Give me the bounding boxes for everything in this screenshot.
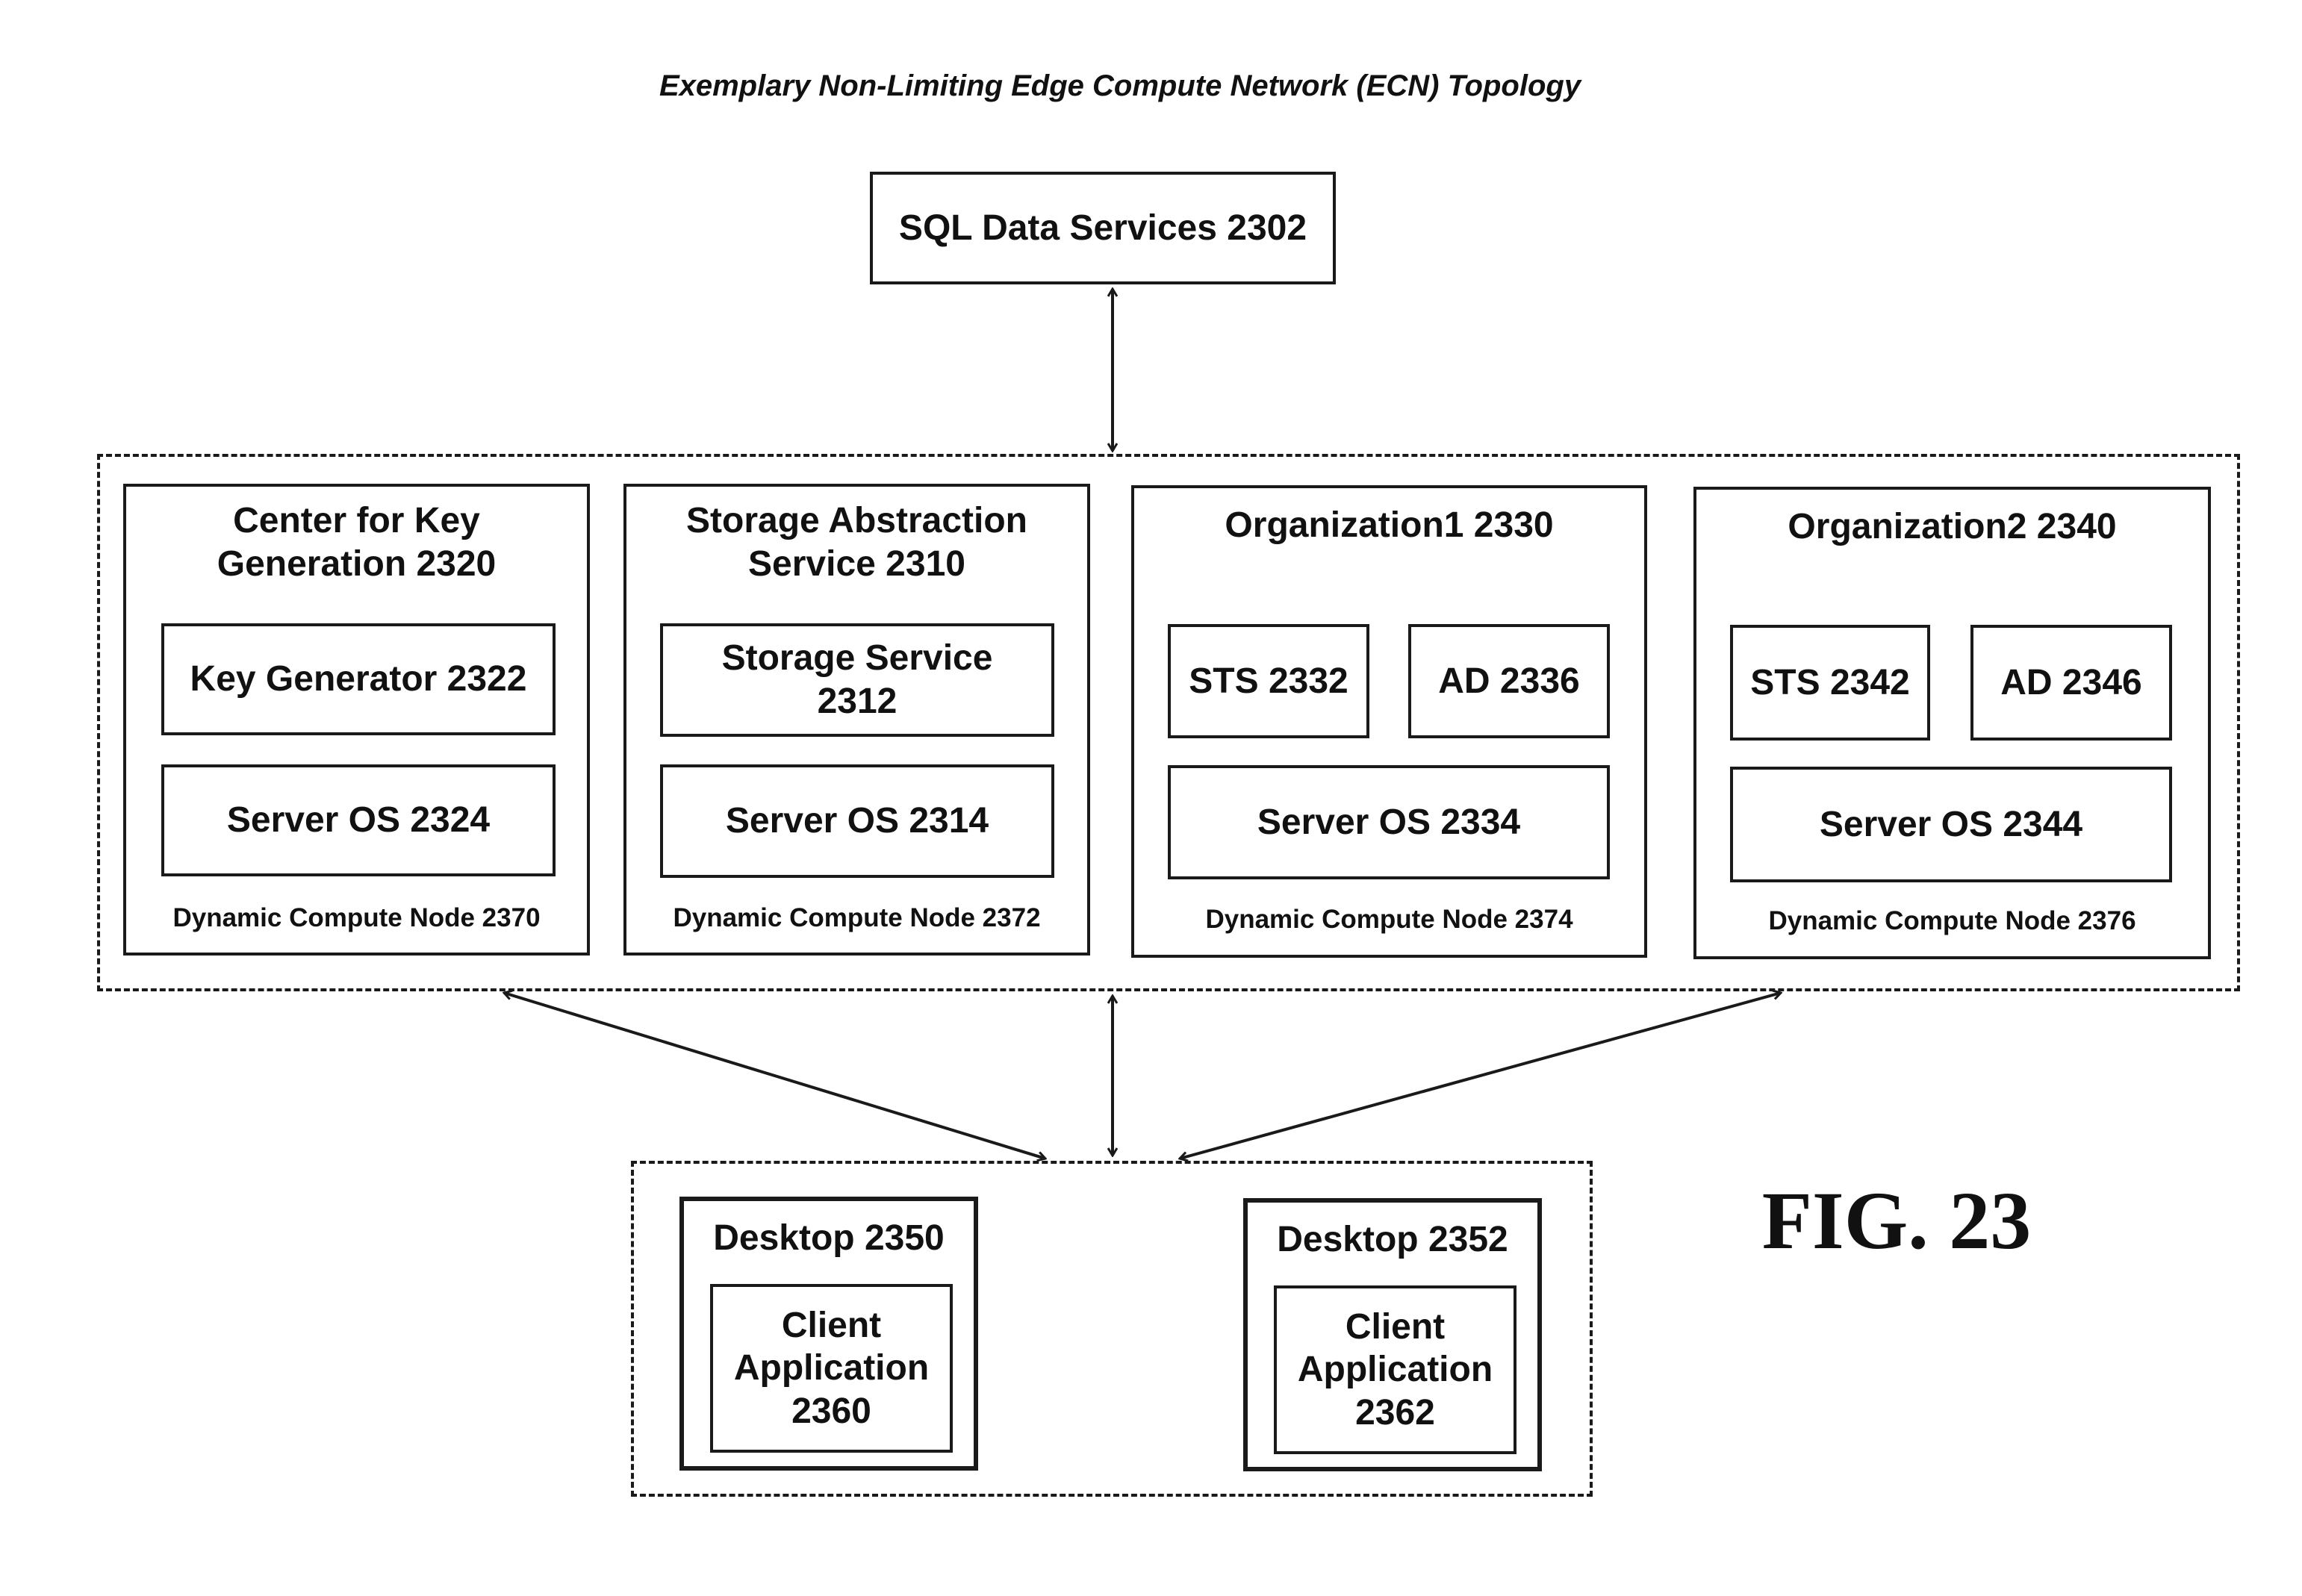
- dynamic-compute-node-2374: Organization1 2330 STS 2332 AD 2336 Serv…: [1131, 485, 1647, 958]
- desktop-2350: Desktop 2350 Client Application 2360: [679, 1197, 978, 1471]
- server-os-label: Server OS 2334: [1171, 768, 1607, 876]
- dynamic-compute-node-2376: Organization2 2340 STS 2342 AD 2346 Serv…: [1693, 487, 2211, 959]
- ad-label: AD 2336: [1411, 627, 1607, 735]
- node-footer-label: Dynamic Compute Node 2376: [1696, 899, 2208, 944]
- client-application-label: Client Application 2362: [1277, 1288, 1514, 1451]
- storage-service-label: Storage Service 2312: [663, 626, 1051, 734]
- diagram-title: Exemplary Non-Limiting Edge Compute Netw…: [0, 60, 2240, 112]
- sql-data-services-box: SQL Data Services 2302: [870, 172, 1336, 284]
- node-footer-label: Dynamic Compute Node 2370: [126, 896, 587, 941]
- dynamic-compute-node-2370: Center for Key Generation 2320 Key Gener…: [123, 484, 590, 956]
- server-os-box: Server OS 2314: [660, 764, 1054, 878]
- server-os-box: Server OS 2334: [1168, 765, 1610, 879]
- node-footer-label: Dynamic Compute Node 2372: [626, 896, 1087, 941]
- key-generator-box: Key Generator 2322: [161, 623, 556, 735]
- ad-box: AD 2346: [1970, 625, 2172, 741]
- node-title: Organization2 2340: [1696, 501, 2208, 553]
- node-title: Storage Abstraction Service 2310: [626, 498, 1087, 587]
- server-os-label: Server OS 2324: [164, 767, 553, 873]
- figure-label: FIG. 23: [1740, 1165, 2053, 1277]
- desktop-2352: Desktop 2352 Client Application 2362: [1243, 1198, 1542, 1471]
- client-application-label: Client Application 2360: [713, 1287, 950, 1450]
- network-to-clients-left-arrow: [504, 993, 1045, 1159]
- sql-data-services-label: SQL Data Services 2302: [873, 175, 1333, 281]
- dynamic-compute-node-2372: Storage Abstraction Service 2310 Storage…: [623, 484, 1090, 956]
- storage-service-box: Storage Service 2312: [660, 623, 1054, 737]
- sts-box: STS 2342: [1730, 625, 1930, 741]
- desktop-title: Desktop 2350: [684, 1212, 974, 1265]
- sts-label: STS 2342: [1733, 628, 1927, 738]
- server-os-box: Server OS 2344: [1730, 767, 2172, 882]
- ad-label: AD 2346: [1973, 628, 2169, 738]
- node-title: Center for Key Generation 2320: [126, 498, 587, 587]
- sts-box: STS 2332: [1168, 624, 1369, 738]
- node-footer-label: Dynamic Compute Node 2374: [1134, 897, 1644, 942]
- client-application-box: Client Application 2362: [1274, 1285, 1516, 1454]
- server-os-label: Server OS 2344: [1733, 770, 2169, 879]
- server-os-box: Server OS 2324: [161, 764, 556, 876]
- client-application-box: Client Application 2360: [710, 1284, 953, 1453]
- sts-label: STS 2332: [1171, 627, 1366, 735]
- desktop-title: Desktop 2352: [1248, 1214, 1537, 1266]
- ad-box: AD 2336: [1408, 624, 1610, 738]
- key-generator-label: Key Generator 2322: [164, 626, 553, 732]
- server-os-label: Server OS 2314: [663, 767, 1051, 875]
- node-title: Organization1 2330: [1134, 499, 1644, 552]
- network-to-clients-right-arrow: [1180, 993, 1781, 1159]
